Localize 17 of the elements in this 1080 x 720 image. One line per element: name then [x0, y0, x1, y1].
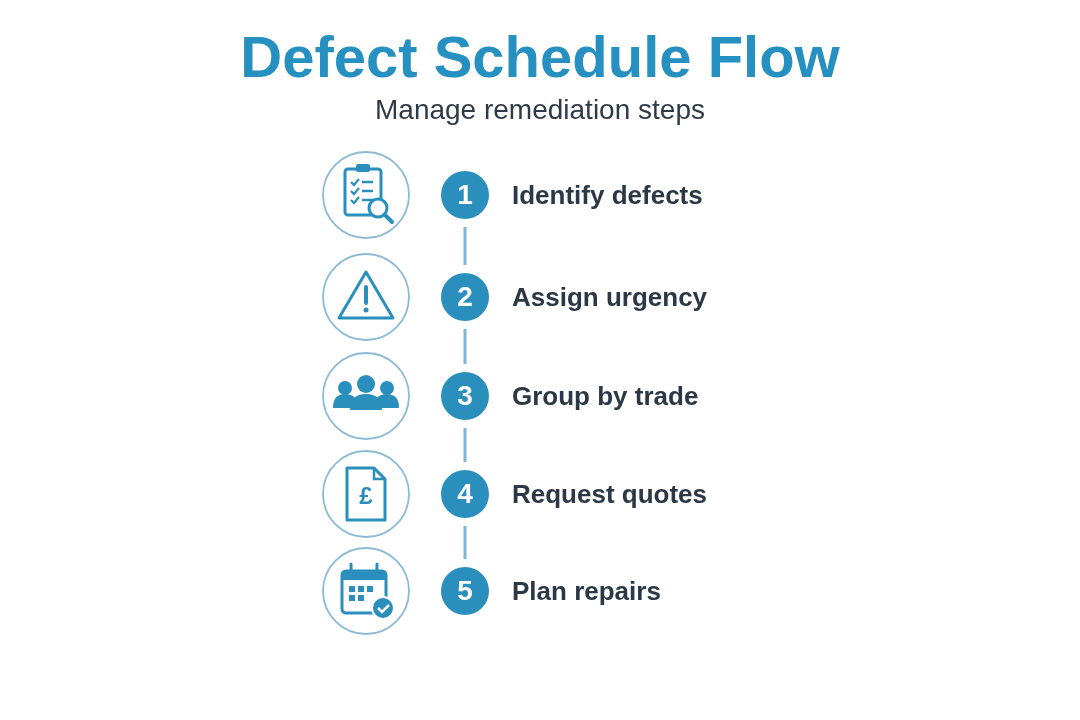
step-label: Request quotes — [512, 478, 708, 510]
connector-line — [463, 227, 467, 265]
connector-line — [463, 526, 467, 559]
subtitle: Manage remediation steps — [374, 93, 706, 127]
step-label: Identify defects — [512, 179, 703, 211]
step-number: 1 — [441, 171, 489, 219]
connector-line — [463, 329, 467, 364]
step-number: 2 — [441, 273, 489, 321]
connector-line — [463, 428, 467, 462]
currency-symbol: £ — [358, 484, 374, 508]
step-label: Assign urgency — [512, 281, 708, 313]
step-number: 5 — [441, 567, 489, 615]
step-label: Group by trade — [512, 380, 699, 412]
step-label: Plan repairs — [512, 575, 661, 607]
step-number: 4 — [441, 470, 489, 518]
step-number: 3 — [441, 372, 489, 420]
title: Defect Schedule Flow — [239, 23, 841, 91]
